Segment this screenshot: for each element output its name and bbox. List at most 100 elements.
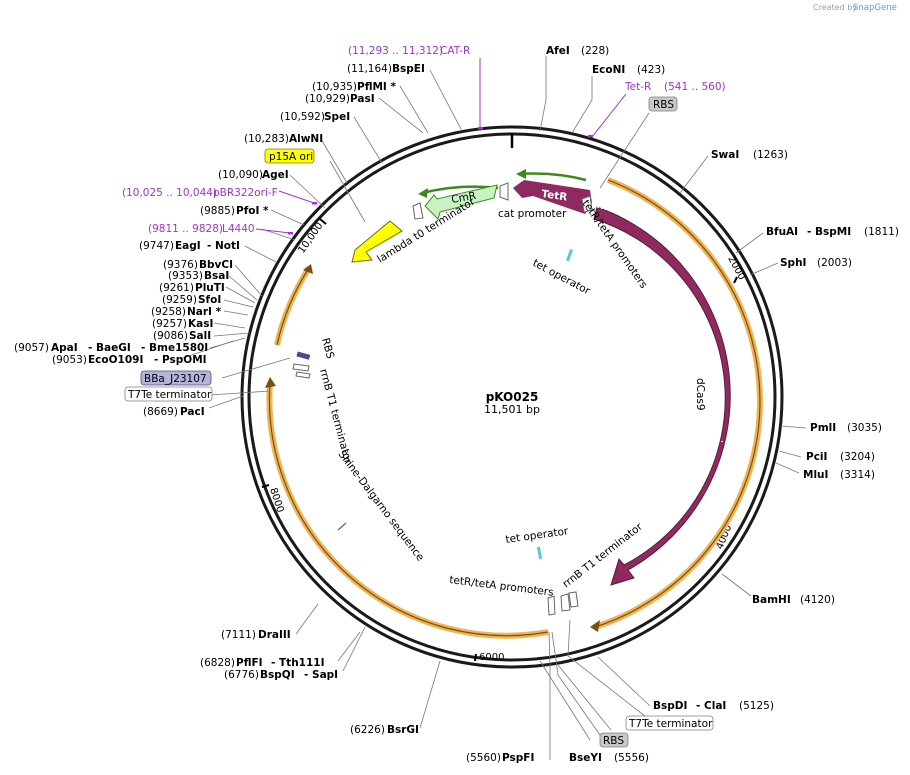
site-bspei: BspEI [392,63,425,75]
site-kasi: KasI [188,318,213,330]
site-pcii-pos: (3204) [840,451,875,463]
p15a-ori-box: p15A ori [269,151,313,163]
lambda-t0-arrow[interactable] [351,220,403,263]
site-eagi-pos: (9747) [139,240,174,252]
site-pluti: PluTI [195,282,225,294]
site-econi: EcoNI [592,64,625,76]
site-pcii: PciI [806,451,827,463]
site-baegi: - BaeGI [88,342,131,354]
site-agei: AgeI [262,169,289,181]
dcas9-label: dCas9 [694,378,706,411]
site-sali-pos: (9086) [153,330,188,342]
site-pmli: PmlI [810,422,836,434]
site-bbvci-pos: (9376) [163,259,198,271]
site-clai-pos: (5125) [739,700,774,712]
site-spei-pos: (10,592) [280,111,325,123]
site-swai-pos: (1263) [753,149,788,161]
primer-pbr322ori-f-range: (10,025 .. 10,044) [122,187,217,199]
site-draiii: DraIII [258,629,291,641]
site-bseyi: BseYI [569,752,602,764]
primer-l4440-range: (9811 .. 9828) [148,223,223,235]
site-bspmi-pos: (1811) [864,226,899,238]
site-sphi-pos: (2003) [817,257,852,269]
site-agei-pos: (10,090) [218,169,263,181]
site-bspqi-pos: (6776) [224,669,259,681]
primer-cat-r: CAT-R [440,45,470,57]
small-glyphs [292,182,593,616]
site-apai-pos: (9057) [14,342,49,354]
site-pspfi-pos: (5560) [466,752,501,764]
site-ecoo109i: EcoO109I [88,354,143,366]
site-sapi: - SapI [304,669,338,681]
site-mlui: MluI [803,469,828,481]
site-pfoi: PfoI * [236,205,269,217]
site-sphi: SphI [780,257,806,269]
site-pflfi: PflFI [236,657,263,669]
cat-promoter-label: cat promoter [498,208,567,220]
tetr-label: TetR [541,188,568,204]
tetr-teta-promoters-label-bottom: tetR/tetA promoters [449,574,555,599]
dcas9-arrow[interactable] [593,206,731,586]
site-nari: NarI * [187,306,222,318]
site-afei: AfeI [546,45,570,57]
feature-arcs [265,177,763,639]
tet-operator-label-bottom: tet operator [505,525,570,546]
rbs-box-bottom: RBS [603,735,624,747]
site-bamhi: BamHI [752,594,791,606]
site-sfoi-pos: (9259) [162,294,197,306]
site-tth111i: - Tth111I [271,657,325,669]
plasmid-size: 11,501 bp [484,403,540,416]
site-nari-pos: (9258) [151,306,186,318]
site-ecoo109i-pos: (9053) [52,354,87,366]
cmr-label: CmR [450,190,477,206]
tetr-teta-promoters-label-top: tetR/tetA promoters [580,198,650,291]
site-labels: AfeI (228) EcoNI (423) SwaI (1263) BfuAI… [14,45,899,764]
rbs-inner-label: RBS [319,337,336,361]
site-kasi-pos: (9257) [152,318,187,330]
site-paci-pos: (8669) [143,406,178,418]
site-swai: SwaI [711,149,739,161]
primer-cat-r-range: (11,293 .. 11,312) [348,45,443,57]
site-pmli-pos: (3035) [847,422,882,434]
site-clai: - ClaI [696,700,726,712]
rrnb-t1-label-left: rrnB T1 terminator [317,368,354,466]
t7te-box-left: T7Te terminator [127,389,212,401]
site-sali: SalI [189,330,211,342]
site-draiii-pos: (7111) [221,629,256,641]
site-bbvci: BbvCI [199,259,233,271]
site-paci: PacI [180,406,205,418]
site-bspei-pos: (11,164) [347,63,392,75]
site-alwni: AlwNI [289,133,323,145]
site-bspmi: - BspMI [807,226,851,238]
site-bme1580i: - Bme1580I [141,342,208,354]
feature-label-boxes: RBS p15A ori BBa_J23107 T7Te terminator … [124,96,714,748]
primer-l4440: L4440 [222,223,255,235]
site-alwni-pos: (10,283) [244,133,289,145]
site-pflfi-pos: (6828) [200,657,235,669]
site-leader-lines [179,56,807,760]
plasmid-name: pKO025 [486,390,539,404]
cmr-arrow[interactable] [424,184,498,220]
site-noti: - NotI [207,240,240,252]
tick-label-6000: 6000 [479,652,504,663]
primer-labels: (11,293 .. 11,312) CAT-R Tet-R (541 .. 5… [122,45,726,235]
site-pasi-pos: (10,929) [305,93,350,105]
site-bamhi-pos: (4120) [800,594,835,606]
site-pluti-pos: (9261) [159,282,194,294]
site-pflmi-pos: (10,935) [312,81,357,93]
site-pspomi: - PspOMI [154,354,207,366]
site-bsai: BsaI [204,270,229,282]
primer-pbr322ori-f: pBR322ori-F [213,187,278,199]
site-bsrgi: BsrGI [387,724,419,736]
site-mlui-pos: (3314) [840,469,875,481]
site-bfuai: BfuAI [766,226,798,238]
tick-marks [261,218,738,662]
tetr-arrow[interactable] [513,180,592,214]
credit-created-by: Created by [813,3,857,12]
primer-tet-r-range: (541 .. 560) [664,81,726,93]
site-econi-pos: (423) [637,64,665,76]
backbone-outer [240,125,784,669]
site-bsrgi-pos: (6226) [350,724,385,736]
primer-tet-r: Tet-R [624,81,651,93]
